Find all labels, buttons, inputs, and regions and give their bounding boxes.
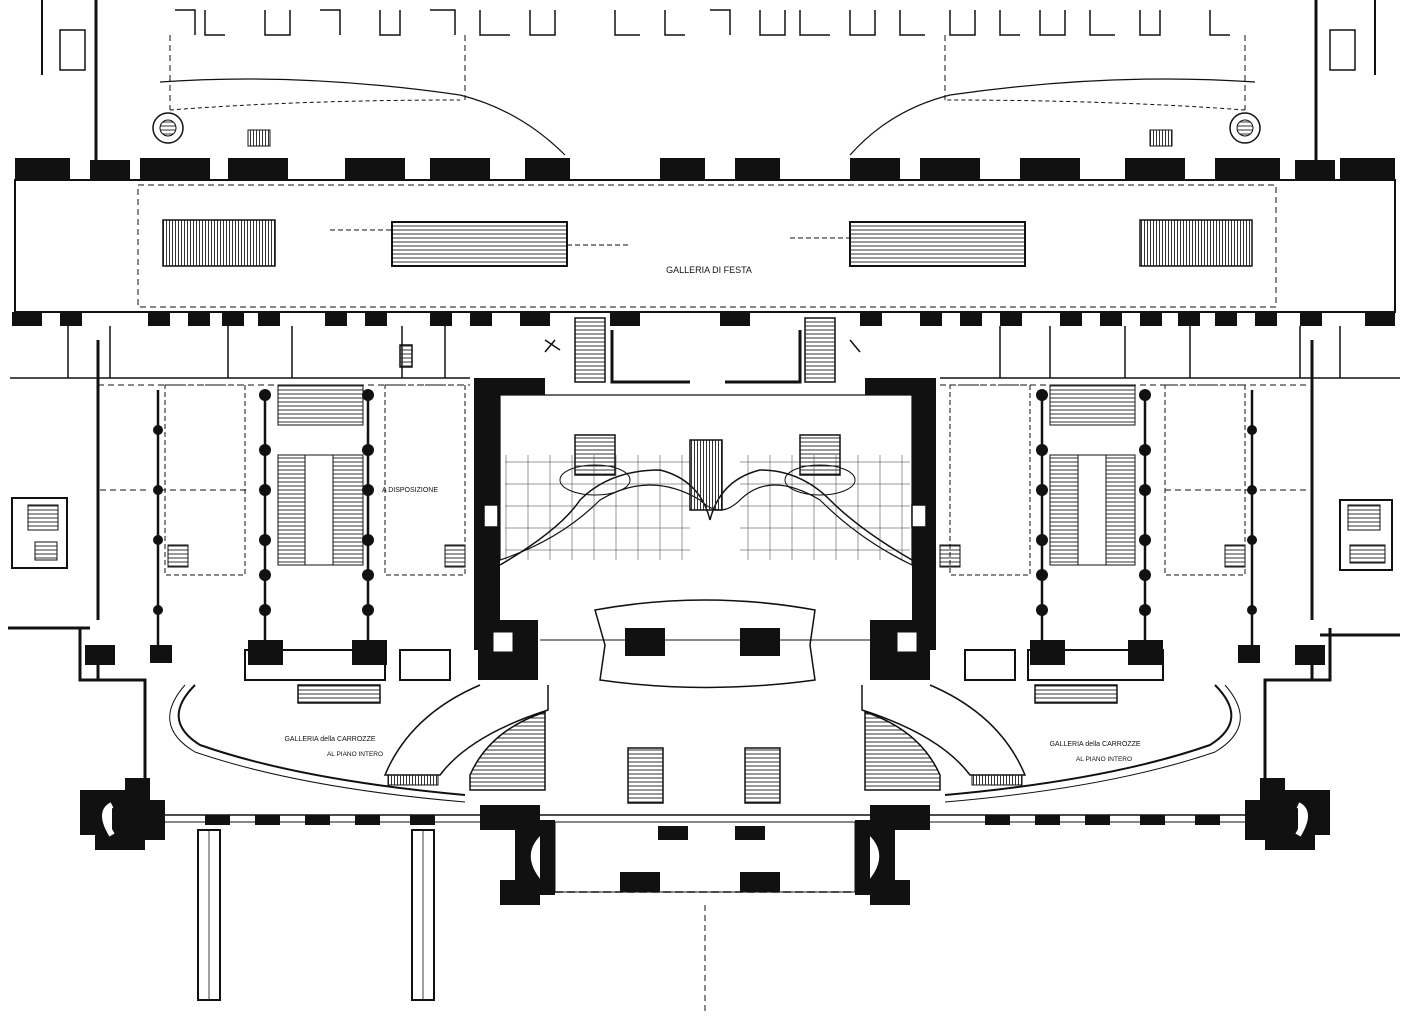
- stair-icon: [784, 434, 856, 496]
- spiral-stair-icon: [1229, 112, 1261, 144]
- front-facade: [80, 700, 1330, 1015]
- stair-icon: [744, 747, 781, 804]
- stair-icon: [627, 747, 664, 804]
- stair-icon: [559, 434, 631, 496]
- shop-row: [10, 317, 1400, 384]
- right-wing: [939, 340, 1400, 704]
- galleria-carrozze-left-label-1: GALLERIA della CARROZZE: [284, 736, 375, 743]
- galleria-di-festa: GALLERIA DI FESTA: [14, 158, 1396, 313]
- escalator-icon: [689, 439, 723, 511]
- escalator-icon: [849, 221, 1026, 267]
- central-hall: [474, 378, 936, 689]
- galleria-carrozze-right-label-1: GALLERIA della CARROZZE: [1049, 741, 1140, 748]
- platform-area: [41, 0, 1376, 160]
- galleria-carrozze: GALLERIA della CARROZZE AL PIANO INTERO …: [169, 684, 1241, 804]
- galleria-carrozze-right-label-2: AL PIANO INTERO: [1076, 756, 1132, 763]
- galleria-carrozze-left-label-2: AL PIANO INTERO: [327, 751, 383, 758]
- escalator-icon: [391, 221, 568, 267]
- left-room-label: A DISPOSIZIONE: [382, 487, 438, 494]
- spiral-stair-icon: [152, 112, 184, 144]
- galleria-festa-label: GALLERIA DI FESTA: [666, 265, 752, 275]
- pier-row: [12, 312, 1395, 326]
- left-wing: A DISPOSIZIONE: [8, 340, 470, 704]
